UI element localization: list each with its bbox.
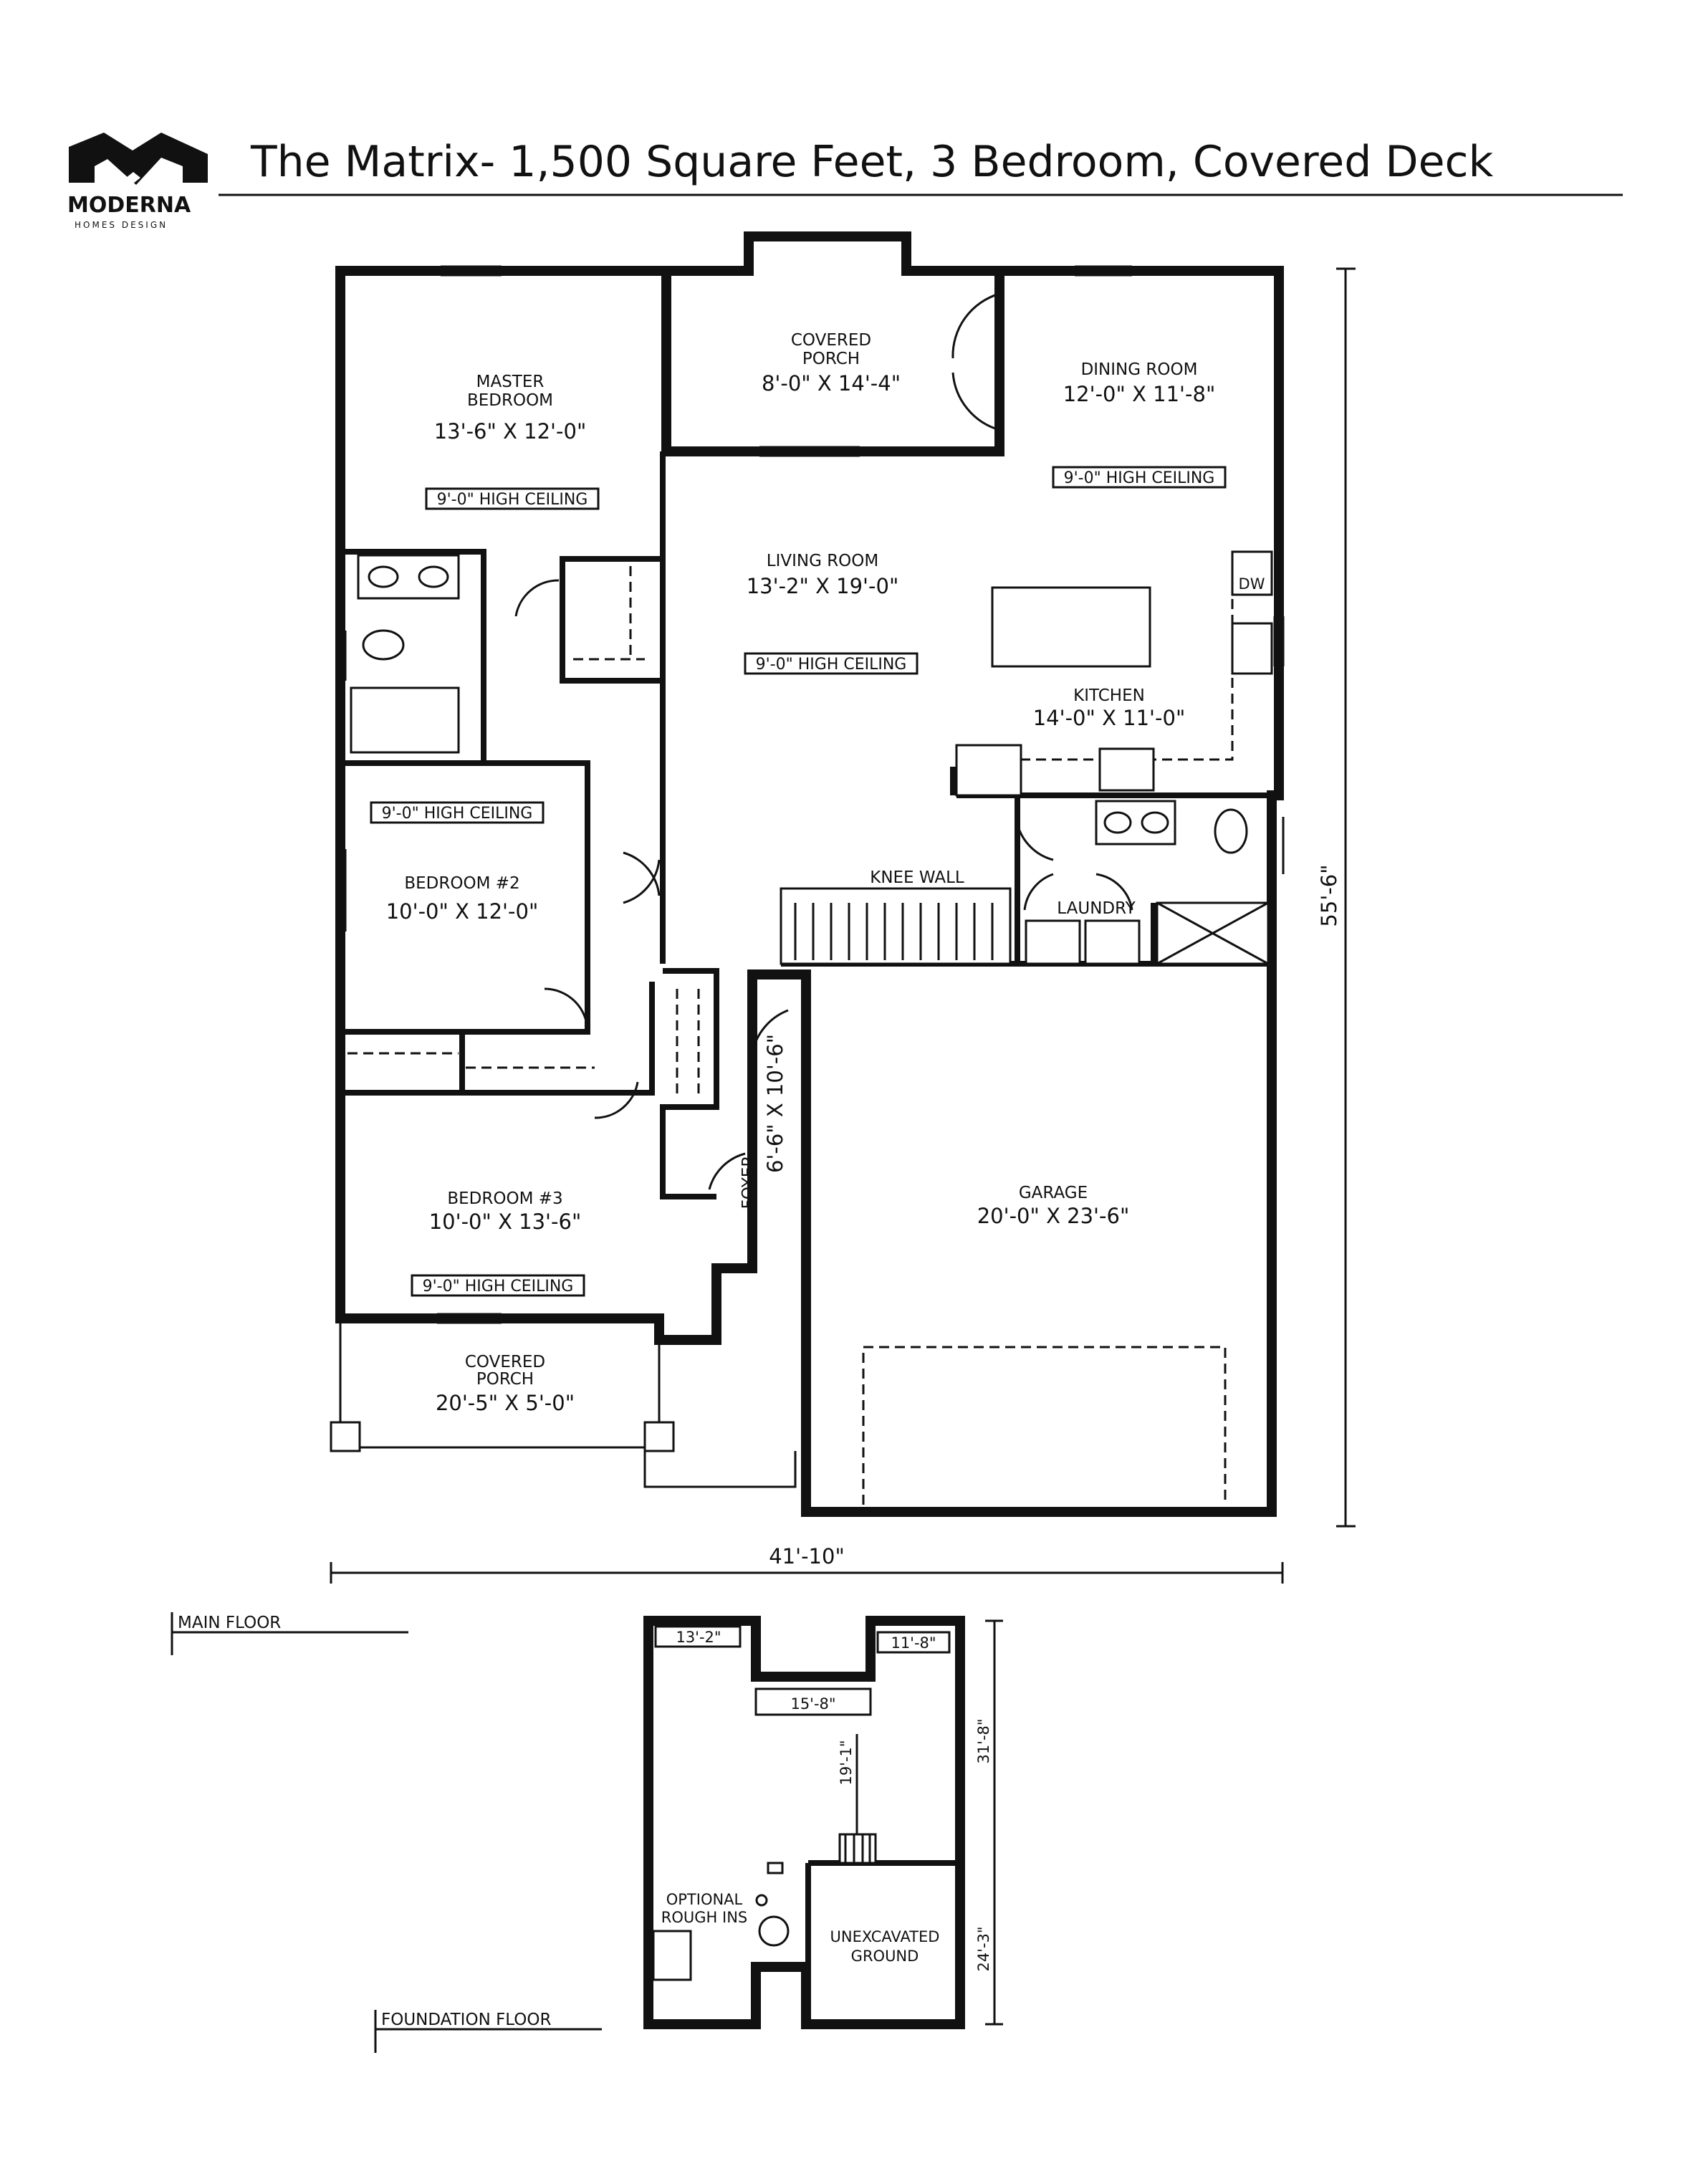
- living-room-name: LIVING ROOM: [767, 552, 879, 570]
- foundation-dim-right-lower: 24'-3": [975, 1926, 992, 1971]
- kitchen-name: KITCHEN: [1073, 686, 1145, 705]
- living-room-ceiling: 9'-0" HIGH CEILING: [756, 656, 907, 674]
- rear-french-door: [951, 292, 1000, 431]
- overall-width: 41'-10": [769, 1544, 845, 1568]
- front-porch-size: 20'-5" X 5'-0": [436, 1391, 575, 1415]
- front-steps: [643, 1451, 797, 1488]
- master-toilet: [362, 629, 405, 661]
- bedroom3-name: BEDROOM #3: [447, 1189, 562, 1208]
- kitchen-sink: [1231, 622, 1273, 675]
- bedroom3-ceiling: 9'-0" HIGH CEILING: [423, 1278, 574, 1295]
- bedroom2-name: BEDROOM #2: [404, 874, 519, 893]
- brand-subtitle: HOMES DESIGN: [75, 220, 168, 230]
- kitchen-island: [991, 586, 1151, 668]
- foundation-dim-left-top: 13'-2": [676, 1629, 721, 1646]
- rough-ins-label: ROUGH INS: [661, 1909, 747, 1926]
- moderna-logo: MODERNA HOMES DESIGN: [67, 133, 208, 230]
- kitchen-size: 14'-0" X 11'-0": [1033, 706, 1186, 730]
- unexcavated-walls: [805, 1860, 960, 2024]
- foyer-size: 6'-6" X 10'-6": [763, 1034, 787, 1173]
- range: [1098, 747, 1155, 792]
- dishwasher-label: DW: [1239, 575, 1265, 593]
- foyer-closet: [660, 968, 719, 1199]
- width-dimension-line: [330, 1562, 1284, 1584]
- overall-depth: 55'-6": [1317, 864, 1341, 926]
- main-bath-toilet: [1214, 808, 1248, 854]
- porch-post-left: [330, 1421, 361, 1452]
- rear-porch-size: 8'-0" X 14'-4": [762, 371, 901, 396]
- bedroom3-top-wall: [342, 982, 655, 1096]
- foundation-dim-right-top: 11'-8": [891, 1634, 936, 1652]
- fridge: [955, 744, 1022, 797]
- rough-in-tub: [652, 1930, 692, 1981]
- beam-box: [754, 1687, 872, 1716]
- bedroom2-ceiling: 9'-0" HIGH CEILING: [382, 805, 533, 823]
- garage-door-opening: [862, 1346, 1227, 1505]
- foundation-dim-right-upper: 31'-8": [975, 1718, 992, 1763]
- master-bedroom-size: 13'-6" X 12'-0": [434, 419, 587, 444]
- dining-room-ceiling: 9'-0" HIGH CEILING: [1064, 469, 1215, 487]
- master-bedroom-name2: BEDROOM: [467, 391, 553, 410]
- rear-porch-outline: [666, 231, 999, 276]
- rear-porch-name1: COVERED: [791, 331, 871, 350]
- stairs: [780, 887, 1012, 965]
- master-tub: [350, 686, 460, 754]
- porch-post-right: [643, 1421, 675, 1452]
- washer: [1025, 919, 1081, 965]
- unexcavated-label: UNEXCAVATED: [830, 1928, 940, 1945]
- depth-dimension-line: [1336, 267, 1356, 1528]
- dining-room-name: DINING ROOM: [1081, 360, 1198, 379]
- living-room-size: 13'-2" X 19'-0": [747, 574, 899, 598]
- plan-title: The Matrix- 1,500 Square Feet, 3 Bedroom…: [250, 137, 1493, 187]
- front-porch-name2: PORCH: [476, 1370, 534, 1389]
- rough-in-drain: [758, 1915, 790, 1947]
- kitchen-counter-line: [1021, 552, 1234, 761]
- bedroom3-size: 10'-0" X 13'-6": [429, 1210, 582, 1234]
- master-bedroom-name1: MASTER: [476, 373, 545, 391]
- foyer-name: FOYER: [739, 1156, 758, 1210]
- foundation-dim-middle: 15'-8": [790, 1695, 835, 1713]
- brand-name: MODERNA: [67, 193, 191, 218]
- garage-size: 20'-0" X 23'-6": [977, 1204, 1130, 1228]
- main-floor-label: MAIN FLOOR: [178, 1614, 281, 1632]
- foundation-dim-vertical: 19'-1": [838, 1740, 855, 1785]
- bedroom2-size: 10'-0" X 12'-0": [386, 899, 539, 924]
- knee-wall-label: KNEE WALL: [870, 868, 964, 887]
- closet-master: [560, 451, 666, 684]
- dishwasher-box: [1231, 550, 1273, 596]
- optional-label: OPTIONAL: [666, 1891, 743, 1908]
- foundation-floor-plan: 13'-2" 11'-8" 15'-8" 19'-1" 31'-8" 24'-3…: [643, 1616, 1003, 2029]
- main-bath-vanity: [1095, 800, 1176, 846]
- garage-name: GARAGE: [1019, 1184, 1088, 1202]
- laundry-label: LAUNDRY: [1057, 899, 1136, 918]
- foundation-floor-label: FOUNDATION FLOOR: [381, 2011, 552, 2029]
- master-bedroom-ceiling: 9'-0" HIGH CEILING: [437, 491, 588, 509]
- foundation-outline: [643, 1616, 965, 2029]
- master-vanity: [357, 554, 460, 600]
- dining-room-size: 12'-0" X 11'-8": [1063, 382, 1216, 406]
- main-floor-plan: COVERED PORCH 8'-0" X 14'-4" MASTER BEDR…: [330, 231, 1356, 1584]
- front-porch-name1: COVERED: [465, 1353, 545, 1371]
- rear-porch-name2: PORCH: [802, 350, 860, 368]
- dryer: [1084, 919, 1141, 965]
- unexcavated-ground-label: GROUND: [851, 1948, 919, 1965]
